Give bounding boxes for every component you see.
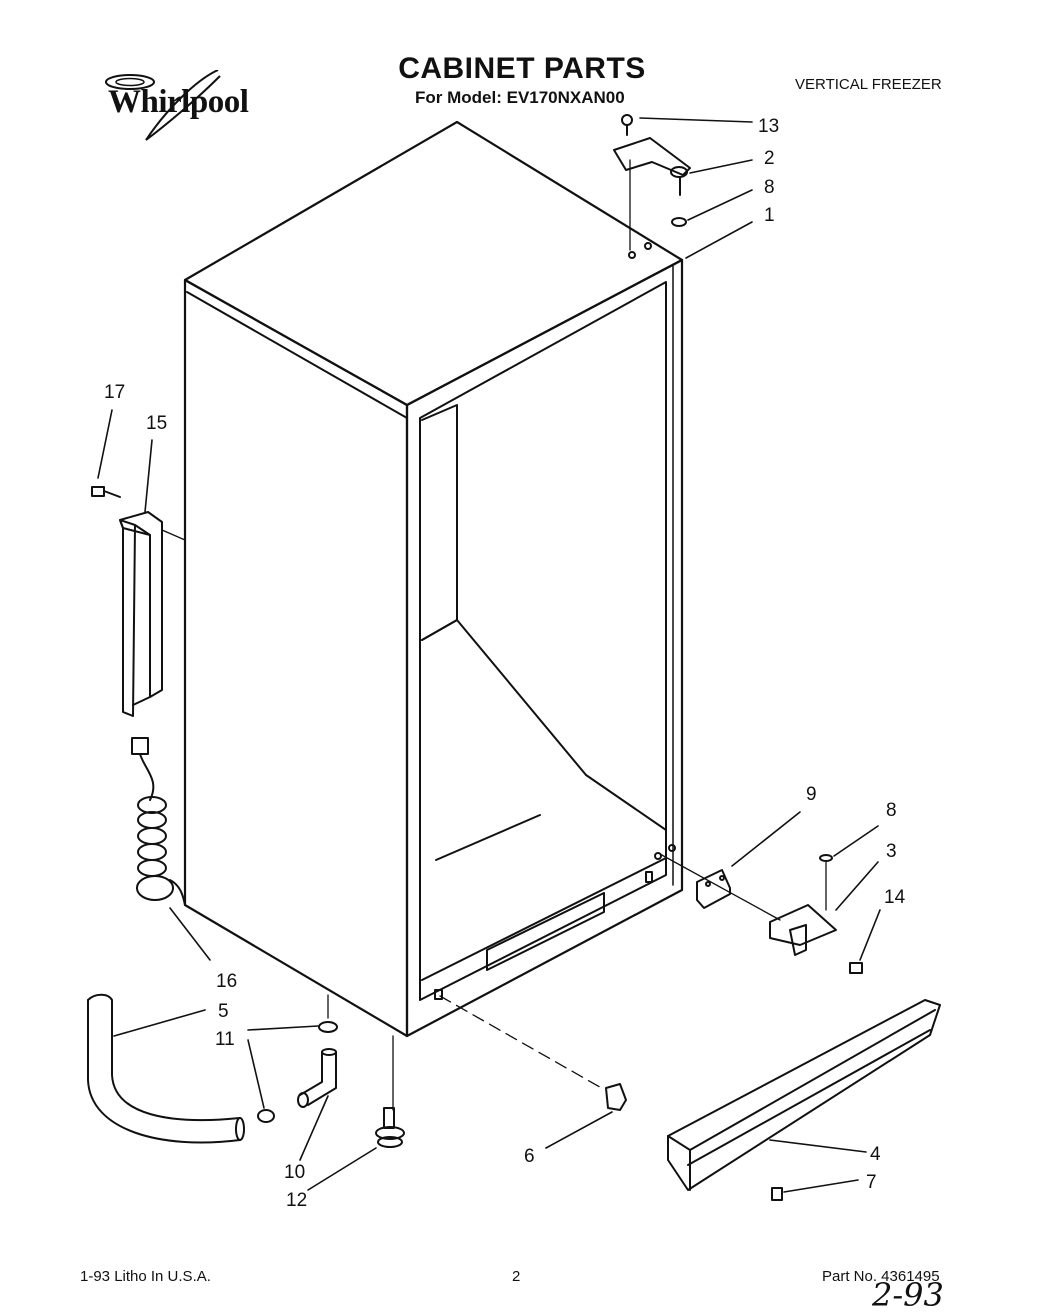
- whirlpool-logo-swirl: [105, 70, 221, 141]
- callout-15: 15: [146, 413, 167, 434]
- callout-8-bottom: 8: [886, 800, 897, 821]
- cabinet-body: [183, 120, 684, 1038]
- drain-tube: [257, 994, 338, 1123]
- document-type: VERTICAL FREEZER: [795, 76, 942, 93]
- callout-13: 13: [758, 116, 779, 137]
- callout-14: 14: [884, 887, 906, 908]
- model-subtitle: For Model: EV170NXAN00: [415, 88, 625, 107]
- leveling-leg: [375, 1035, 405, 1148]
- footer-part-number: Part No. 4361495: [822, 1268, 940, 1285]
- power-cord: [131, 737, 186, 906]
- top-hinge-assembly: [613, 114, 691, 251]
- callout-4: 4: [870, 1144, 881, 1165]
- callout-12: 12: [286, 1190, 307, 1211]
- bottom-hinge-assembly: [659, 853, 863, 974]
- callout-10: 10: [284, 1162, 305, 1183]
- callout-6: 6: [524, 1146, 535, 1167]
- footer-litho: 1-93 Litho In U.S.A.: [80, 1268, 211, 1285]
- page-title: CABINET PARTS: [398, 52, 646, 85]
- handwritten-date: 2-93: [872, 1276, 944, 1314]
- callout-1: 1: [764, 205, 775, 226]
- brand-logo-text: Whirlpool: [108, 84, 249, 120]
- handle-assembly: [91, 486, 186, 717]
- drain-hose: [87, 993, 245, 1144]
- callout-16: 16: [216, 971, 237, 992]
- callout-3: 3: [886, 841, 897, 862]
- callout-9: 9: [806, 784, 817, 805]
- callout-8-top: 8: [764, 177, 775, 198]
- footer-page-number: 2: [512, 1268, 521, 1285]
- callout-7: 7: [866, 1172, 877, 1193]
- callout-17: 17: [104, 382, 125, 403]
- callout-labels: 13 2 8 1 17 15 9 8 3 14 16 5 11 10 12 6 …: [104, 116, 906, 1211]
- callout-5: 5: [218, 1001, 229, 1022]
- toe-grille-assembly: [439, 995, 941, 1201]
- callout-leaders: [97, 117, 881, 1193]
- callout-11: 11: [215, 1029, 235, 1050]
- callout-2: 2: [764, 148, 775, 169]
